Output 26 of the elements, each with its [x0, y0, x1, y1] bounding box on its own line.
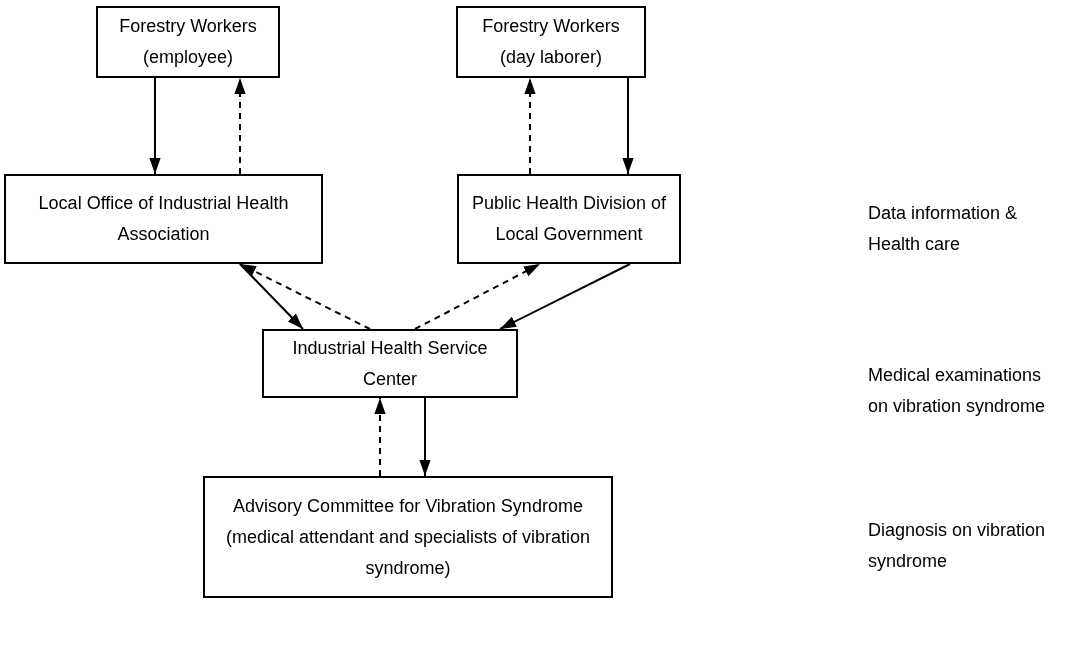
arrow	[234, 77, 246, 175]
process-box	[262, 329, 518, 398]
box-text: Forestry Workers (day laborer)	[481, 15, 621, 69]
side-note: Diagnosis on vibration syndrome	[868, 519, 1047, 573]
process-box	[203, 476, 613, 598]
arrow	[499, 263, 631, 330]
box-text: Advisory Committee for Vibration Syndrome	[233, 494, 583, 518]
arrow	[149, 77, 161, 175]
box-text: Industrial Health Service Center	[291, 336, 489, 391]
arrow	[239, 263, 371, 330]
box-text: (medical attendant and specialists of vibration syndrome)	[224, 525, 592, 580]
arrow	[239, 263, 304, 330]
arrow	[374, 397, 386, 477]
box-text: Local Office of Industrial Health Association	[37, 192, 290, 246]
arrow	[414, 263, 541, 330]
box-text: Forestry Workers (employee)	[118, 15, 258, 69]
side-note: Medical examinations on vibration syndrome	[868, 364, 1047, 418]
arrow	[622, 77, 634, 175]
arrow	[524, 77, 536, 175]
process-box	[456, 6, 646, 78]
process-box	[96, 6, 280, 78]
side-note: Data information & Health care	[868, 202, 1019, 256]
box-text: Public Health Division of Local Government	[470, 192, 668, 246]
process-box	[4, 174, 323, 264]
arrow	[419, 397, 431, 477]
process-box	[457, 174, 681, 264]
